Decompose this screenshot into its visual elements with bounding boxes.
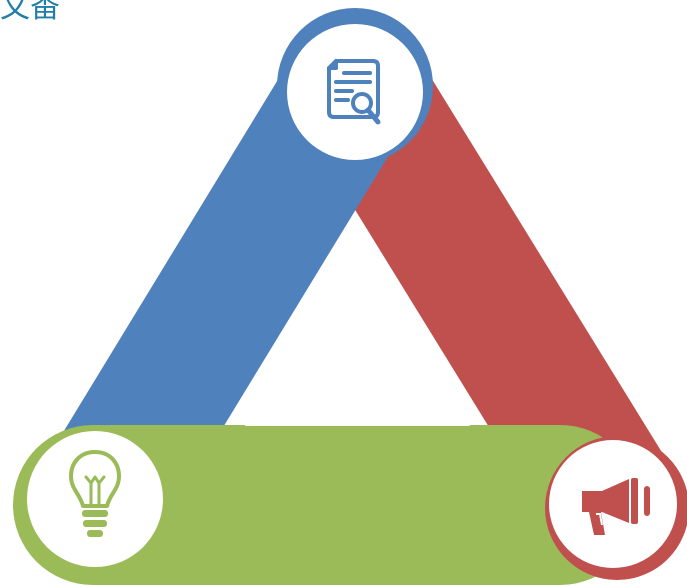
corner-title: 文畨	[0, 0, 60, 25]
megaphone-icon	[582, 478, 650, 535]
center-triangle	[245, 250, 470, 426]
node-top-disc	[287, 24, 423, 160]
node-bottom-left	[27, 431, 163, 567]
node-bottom-left-disc	[27, 431, 163, 567]
document-search-icon	[327, 59, 381, 125]
lightbulb-icon	[69, 450, 121, 537]
node-top	[277, 8, 433, 164]
node-bottom-right	[549, 440, 677, 568]
